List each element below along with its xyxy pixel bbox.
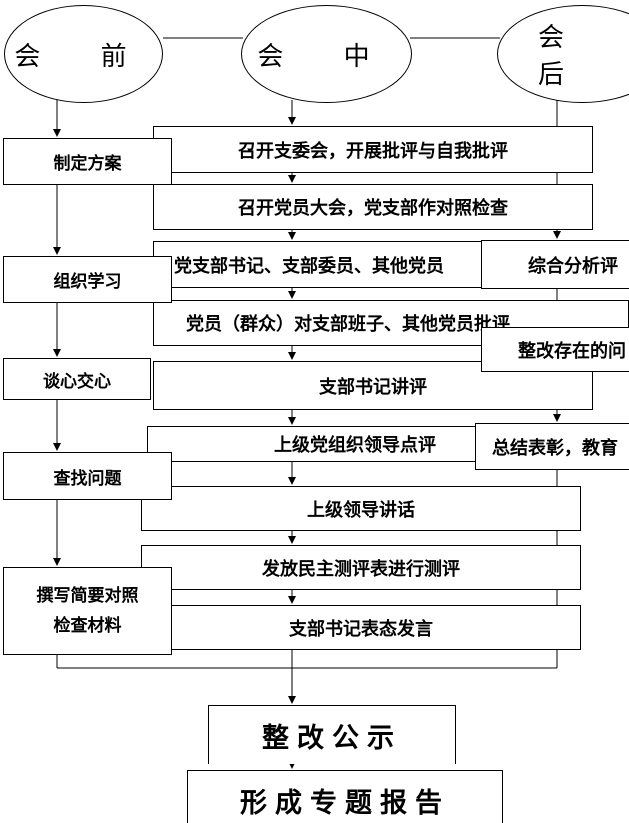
step-secretary-statement-label: 支部书记表态发言: [289, 618, 433, 640]
step-democratic-evaluation: 发放民主测评表进行测评: [141, 545, 581, 590]
step-secretary-comment-label: 支部书记讲评: [319, 376, 427, 398]
before-study: 组织学习: [3, 256, 172, 303]
step-superior-speech: 上级领导讲话: [141, 486, 581, 531]
step-secretary-members-label: 党支部书记、支部委员、其他党员: [174, 255, 444, 277]
phase-during-label: 会 中: [257, 41, 396, 72]
before-find-problems-label: 查找问题: [53, 468, 122, 489]
step-committee-meeting: 召开支委会，开展批评与自我批评: [153, 126, 593, 173]
step-mass-criticism-label: 党员（群众）对支部班子、其他党员批评: [186, 314, 510, 335]
before-talk-label: 谈心交心: [43, 371, 111, 392]
step-member-assembly-label: 召开党员大会，党支部作对照检查: [238, 198, 508, 219]
step-committee-meeting-label: 召开支委会，开展批评与自我批评: [238, 140, 508, 162]
phase-during-oval: 会 中: [241, 5, 412, 103]
step-superior-speech-label: 上级领导讲话: [307, 499, 415, 521]
before-study-label: 组织学习: [53, 272, 122, 292]
after-rectify-label: 整改存在的问: [518, 340, 626, 362]
special-report: 形成专题报告: [187, 770, 503, 823]
before-plan-label: 制定方案: [53, 154, 122, 174]
before-talk: 谈心交心: [3, 358, 151, 400]
rectification-publicity: 整改公示: [208, 705, 456, 764]
phase-before-oval: 会 前: [4, 5, 163, 103]
rectification-publicity-label: 整改公示: [262, 722, 402, 754]
before-find-problems: 查找问题: [3, 452, 172, 500]
step-secretary-statement: 支部书记表态发言: [141, 605, 581, 650]
after-summary-label: 总结表彰，教育: [492, 437, 618, 459]
after-rectify: 整改存在的问: [481, 327, 629, 372]
before-plan: 制定方案: [3, 138, 172, 185]
phase-after-label: 会 后: [538, 23, 591, 90]
phase-after-oval: 会 后: [497, 5, 629, 103]
after-summary: 总结表彰，教育: [475, 423, 629, 470]
before-write-materials: 撰写简要对照 检查材料: [3, 567, 172, 655]
step-superior-review-label: 上级党组织领导点评: [274, 435, 436, 456]
special-report-label: 形成专题报告: [240, 787, 450, 819]
phase-before-label: 会 前: [14, 41, 153, 72]
before-write-materials-line1: 撰写简要对照: [36, 586, 139, 606]
before-write-materials-line2: 检查材料: [53, 616, 122, 636]
after-analysis-label: 综合分析评: [528, 255, 618, 277]
step-democratic-evaluation-label: 发放民主测评表进行测评: [262, 558, 460, 580]
after-analysis: 综合分析评: [481, 240, 629, 289]
step-member-assembly: 召开党员大会，党支部作对照检查: [153, 184, 593, 230]
